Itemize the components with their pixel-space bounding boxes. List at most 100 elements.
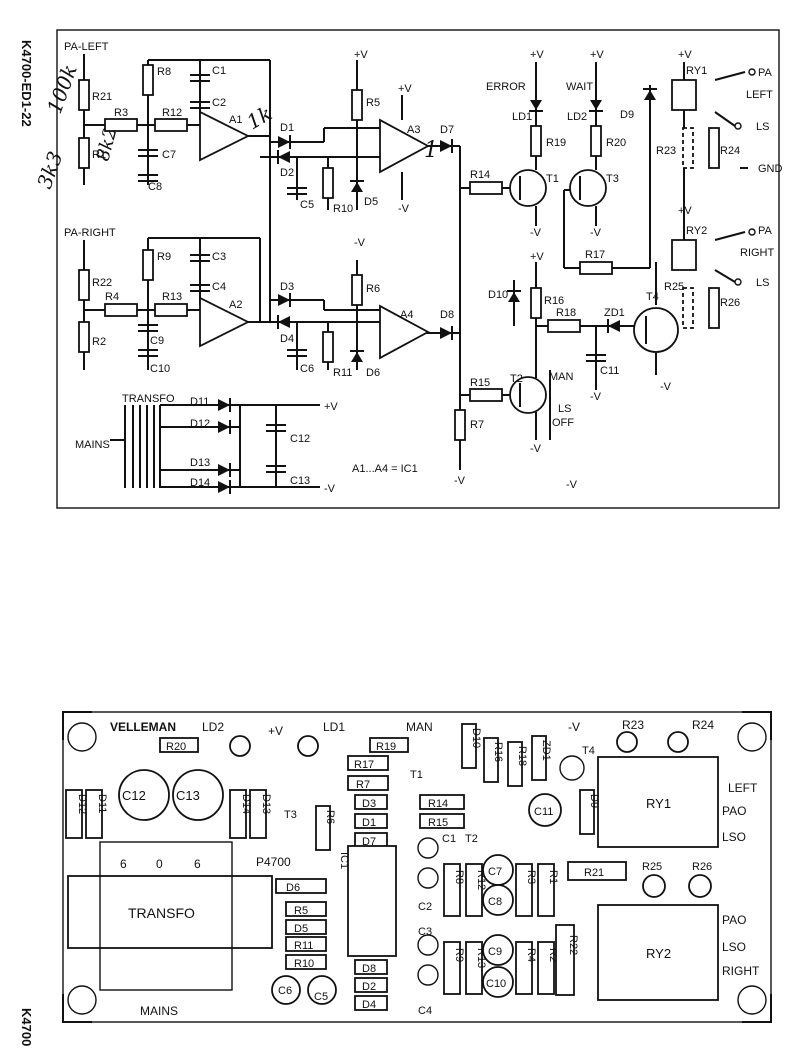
component-label: R3 — [114, 107, 128, 119]
component-label: R1 — [547, 870, 559, 884]
component-label: R19 — [546, 137, 566, 149]
component-label: 6 — [194, 857, 201, 871]
component-label: -V — [398, 203, 410, 215]
component-label: -V — [566, 479, 578, 491]
pcb-relay-ry2 — [597, 904, 719, 1001]
component-label: RY1 — [646, 796, 671, 811]
component-label: C3 — [418, 926, 432, 938]
component-label: D8 — [440, 309, 454, 321]
component-label: R25 — [642, 861, 662, 873]
component-label: R9 — [453, 948, 465, 962]
component-label: D5 — [364, 196, 378, 208]
component-label: 0 — [156, 857, 163, 871]
component-label: C5 — [300, 199, 314, 211]
component-label: C11 — [600, 365, 619, 377]
component-label: C8 — [488, 896, 502, 908]
component-label: -V — [590, 227, 602, 239]
component-label: R16 — [544, 295, 564, 307]
component-label: R10 — [333, 203, 353, 215]
component-label: D8 — [362, 963, 376, 975]
component-label: R2 — [92, 336, 106, 348]
component-label: -V — [324, 483, 336, 495]
component-label: C8 — [148, 181, 162, 193]
component-label: T2 — [510, 373, 523, 385]
component-label: R9 — [157, 251, 171, 263]
component-label: R21 — [92, 91, 112, 103]
component-label: C11 — [534, 806, 553, 818]
component-label: R19 — [376, 741, 396, 753]
component-label: GND — [758, 163, 783, 175]
component-label: MAINS — [75, 439, 110, 451]
mounting-hole — [67, 985, 97, 1015]
component-label: -V — [530, 227, 542, 239]
component-label: R22 — [567, 935, 579, 955]
handwritten-note-3k3: 3k3 — [32, 148, 67, 192]
component-label: R7 — [470, 419, 484, 431]
component-label: -V — [530, 443, 542, 455]
component-label: LS — [558, 403, 571, 415]
component-label: C5 — [314, 991, 328, 1003]
component-label: A1 — [229, 114, 242, 126]
component-label: R17 — [585, 249, 605, 261]
component-label: D2 — [362, 981, 376, 993]
component-label: D6 — [286, 882, 300, 894]
component-label: D12 — [76, 794, 88, 814]
component-label: R1 — [92, 149, 106, 161]
pcb-ic1 — [347, 845, 397, 957]
component-label: LS — [756, 121, 769, 133]
component-label: -V — [354, 237, 366, 249]
pcb-panel: K4700 VELLEMAN LD2 +V LD1 MAN -V R23 R24… — [19, 711, 772, 1046]
component-label: LSO — [722, 830, 746, 844]
component-label: D3 — [280, 281, 294, 293]
component-label: D2 — [280, 167, 294, 179]
component-label: D14 — [190, 477, 210, 489]
component-label: C2 — [418, 901, 432, 913]
component-label: +V — [354, 49, 368, 61]
component-label: R11 — [294, 940, 313, 952]
component-label: D7 — [440, 124, 454, 136]
schematic-resistors — [78, 64, 720, 441]
component-label: D13 — [190, 457, 210, 469]
component-label: LEFT — [728, 781, 758, 795]
component-label: PAO — [722, 913, 746, 927]
pcb-label-r24: R24 — [692, 718, 714, 732]
component-label: +V — [678, 205, 692, 217]
component-label: R16 — [492, 742, 504, 762]
pcb-relay-ry1 — [597, 756, 719, 848]
component-label: D10 — [488, 289, 508, 301]
pcb-label-ld2: LD2 — [202, 720, 224, 734]
component-label: C7 — [162, 149, 176, 161]
component-label: R18 — [516, 746, 528, 766]
component-label: C10 — [486, 978, 506, 990]
component-label: +V — [324, 401, 338, 413]
component-label: C9 — [150, 335, 164, 347]
component-label: D9 — [588, 794, 600, 808]
component-label: LS — [756, 277, 769, 289]
mounting-hole — [67, 722, 97, 752]
component-label: R26 — [692, 861, 712, 873]
component-label: T1 — [546, 173, 559, 185]
component-label: T3 — [284, 809, 297, 821]
component-label: ZD1 — [604, 307, 625, 319]
component-label: D4 — [280, 333, 294, 345]
pcb-border — [62, 711, 772, 1023]
component-label: RIGHT — [722, 964, 760, 978]
component-label: PA — [758, 67, 773, 79]
component-label: C1 — [442, 833, 456, 845]
component-label: -V — [454, 475, 466, 487]
component-label: R26 — [720, 297, 740, 309]
component-label: T2 — [465, 833, 478, 845]
component-label: TRANSFO — [122, 393, 175, 405]
component-label: D5 — [294, 923, 308, 935]
component-label: PAO — [722, 804, 746, 818]
component-label: C13 — [290, 475, 310, 487]
component-label: +V — [678, 49, 692, 61]
component-label: A1...A4 = IC1 — [352, 463, 418, 475]
component-label: C9 — [488, 946, 502, 958]
component-label: R25 — [664, 281, 684, 293]
component-label: 6 — [120, 857, 127, 871]
component-label: PA — [758, 225, 773, 237]
component-label: R5 — [294, 905, 308, 917]
component-label: +V — [530, 251, 544, 263]
component-label: RY1 — [686, 65, 707, 77]
